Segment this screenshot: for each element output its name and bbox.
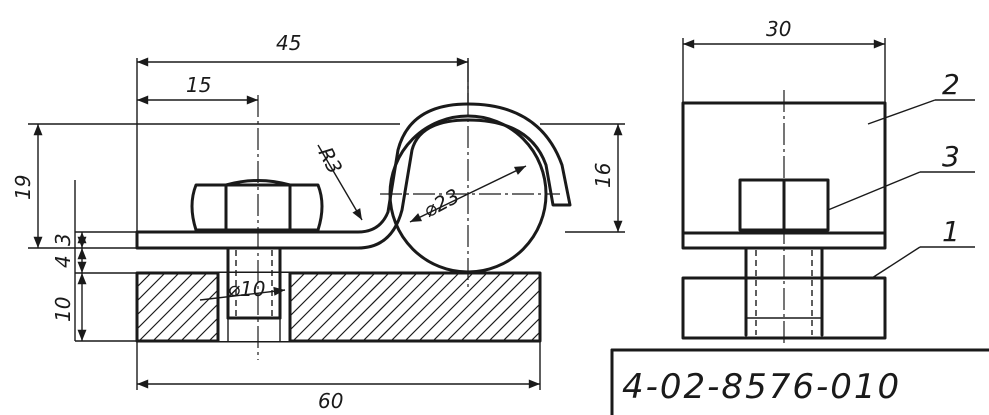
dim-45: 45 — [276, 31, 301, 55]
side-view: 30 2 3 1 — [681, 17, 975, 345]
front-view: 45 15 60 19 16 3 4 10 R3 ⌀23 ⌀10 — [11, 31, 625, 413]
part-label-3: 3 — [942, 140, 960, 173]
hatch-line — [376, 272, 446, 342]
hatch-line — [502, 303, 541, 342]
hatch-line — [530, 331, 541, 342]
hatch-line — [474, 275, 541, 342]
hatch-line — [432, 272, 502, 342]
hatch-line — [152, 272, 222, 342]
dimension-lines — [28, 57, 625, 390]
hatch-line — [404, 272, 474, 342]
dim-19: 19 — [11, 175, 35, 200]
part-label-1: 1 — [942, 215, 960, 248]
dim-16: 16 — [591, 163, 615, 188]
dim-3: 3 — [51, 233, 75, 246]
part-label-2: 2 — [942, 68, 960, 101]
hatch-line — [516, 317, 541, 342]
dim-dia-23: ⌀23 — [419, 184, 463, 223]
hatch-line — [460, 272, 530, 342]
hatch-line — [348, 272, 418, 342]
hatch-line — [418, 272, 488, 342]
hatch-line — [488, 289, 541, 342]
dim-60: 60 — [318, 389, 343, 413]
hatch-line — [138, 272, 208, 342]
dim-30: 30 — [766, 17, 791, 41]
hatch-pattern — [136, 272, 541, 342]
dim-4: 4 — [51, 255, 75, 268]
hex-bolt-head — [190, 179, 324, 232]
dim-15: 15 — [186, 73, 211, 97]
hatch-line — [136, 272, 180, 316]
base-plate-section — [135, 271, 542, 343]
hatch-line — [306, 272, 376, 342]
hatch-line — [292, 272, 362, 342]
hatch-line — [362, 272, 432, 342]
hatch-line — [446, 272, 516, 342]
clamp-strap — [135, 102, 572, 250]
hatch-line — [390, 272, 460, 342]
bolt-shank — [226, 246, 282, 320]
hatch-line — [136, 272, 152, 288]
title-block: 4-02-8576-010 — [610, 348, 989, 415]
hatch-line — [136, 272, 194, 330]
hatch-line — [320, 272, 390, 342]
drawing-code: 4-02-8576-010 — [622, 367, 901, 407]
hatch-line — [136, 272, 166, 302]
dim-r3: R3 — [314, 143, 348, 178]
hatch-line — [334, 272, 404, 342]
dim-dia-10: ⌀10 — [228, 277, 266, 301]
dim-10-vertical: 10 — [51, 297, 75, 322]
